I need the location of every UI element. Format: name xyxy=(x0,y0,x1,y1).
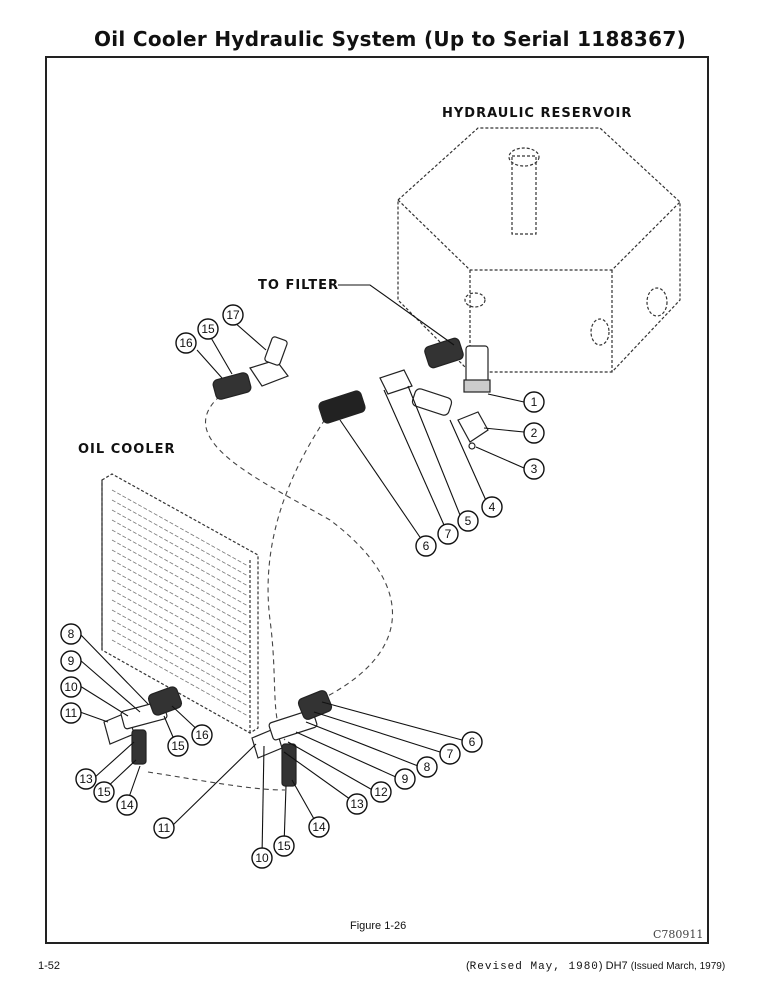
svg-text:15: 15 xyxy=(171,739,185,753)
callout-1: 1 xyxy=(523,391,545,413)
figure-caption: Figure 1-26 xyxy=(350,920,407,932)
svg-text:3: 3 xyxy=(531,462,538,476)
to-filter-label: TO FILTER xyxy=(258,278,340,293)
svg-text:13: 13 xyxy=(79,772,93,786)
svg-text:14: 14 xyxy=(312,820,326,834)
callout-3: 3 xyxy=(523,458,545,480)
reservoir-fittings xyxy=(318,337,491,450)
callout-13: 13 xyxy=(346,793,368,815)
oil-cooler-label: OIL COOLER xyxy=(78,442,176,457)
callout-6: 6 xyxy=(461,731,483,753)
svg-text:15: 15 xyxy=(277,839,291,853)
reservoir-label: HYDRAULIC RESERVOIR xyxy=(442,106,633,121)
svg-text:17: 17 xyxy=(226,308,240,322)
svg-text:2: 2 xyxy=(531,426,538,440)
figure-frame xyxy=(45,56,709,944)
callout-10: 10 xyxy=(251,847,273,869)
callout-15: 15 xyxy=(167,735,189,757)
revision-note: (Revised May, 1980) DH7 (Issued March, 1… xyxy=(466,960,725,973)
svg-text:4: 4 xyxy=(489,500,496,514)
oil-cooler-core xyxy=(101,473,259,734)
hydraulic-reservoir xyxy=(397,127,681,373)
lower-tees xyxy=(103,686,333,787)
svg-text:5: 5 xyxy=(465,514,472,528)
svg-text:7: 7 xyxy=(445,527,452,541)
revision-model: DH7 xyxy=(605,960,628,972)
callout-8: 8 xyxy=(416,756,438,778)
svg-text:1: 1 xyxy=(531,395,538,409)
callout-14: 14 xyxy=(308,816,330,838)
svg-text:10: 10 xyxy=(255,851,269,865)
svg-text:15: 15 xyxy=(97,785,111,799)
svg-text:9: 9 xyxy=(402,772,409,786)
callout-7: 7 xyxy=(437,523,459,545)
callout-16: 16 xyxy=(191,724,213,746)
svg-text:13: 13 xyxy=(350,797,364,811)
svg-text:10: 10 xyxy=(64,680,78,694)
svg-text:15: 15 xyxy=(201,322,215,336)
page-title: Oil Cooler Hydraulic System (Up to Seria… xyxy=(93,27,687,51)
svg-text:12: 12 xyxy=(374,785,388,799)
svg-text:9: 9 xyxy=(68,654,75,668)
callout-15: 15 xyxy=(93,781,115,803)
page-number: 1-52 xyxy=(38,960,61,972)
callout-10: 10 xyxy=(60,676,82,698)
drawing-code: C780911 xyxy=(653,928,704,941)
revision-issued: (Issued March, 1979) xyxy=(630,961,726,972)
callout-6: 6 xyxy=(415,535,437,557)
callout-9: 9 xyxy=(60,650,82,672)
svg-text:11: 11 xyxy=(65,706,78,720)
revision-close: ) xyxy=(598,960,603,972)
revision-open: ( xyxy=(466,960,470,972)
callout-15: 15 xyxy=(273,835,295,857)
callout-12: 12 xyxy=(370,781,392,803)
callout-7: 7 xyxy=(439,743,461,765)
callout-13: 13 xyxy=(75,768,97,790)
revision-date: Revised May, 1980 xyxy=(469,961,599,973)
svg-text:8: 8 xyxy=(424,760,431,774)
svg-text:16: 16 xyxy=(179,336,193,350)
callout-15: 15 xyxy=(197,318,219,340)
callout-17: 17 xyxy=(222,304,244,326)
svg-text:6: 6 xyxy=(469,735,476,749)
leader-lines xyxy=(79,284,525,857)
svg-text:8: 8 xyxy=(68,627,75,641)
callout-11: 11 xyxy=(60,702,82,724)
callout-11: 11 xyxy=(153,817,175,839)
svg-text:16: 16 xyxy=(195,728,209,742)
svg-text:7: 7 xyxy=(447,747,454,761)
svg-text:14: 14 xyxy=(120,798,134,812)
top-left-fittings xyxy=(212,336,289,400)
callout-2: 2 xyxy=(523,422,545,444)
callout-16: 16 xyxy=(175,332,197,354)
callout-4: 4 xyxy=(481,496,503,518)
callout-8: 8 xyxy=(60,623,82,645)
callout-9: 9 xyxy=(394,768,416,790)
callout-14: 14 xyxy=(116,794,138,816)
svg-text:11: 11 xyxy=(158,821,171,835)
callout-5: 5 xyxy=(457,510,479,532)
svg-text:6: 6 xyxy=(423,539,430,553)
hose-paths xyxy=(147,395,393,791)
